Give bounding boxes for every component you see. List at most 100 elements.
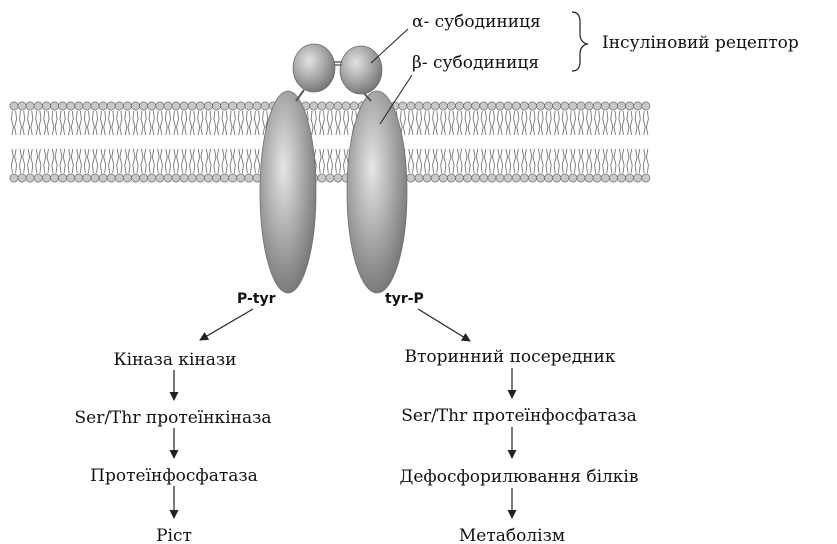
lipid-head [10, 102, 18, 110]
lipid-tail [554, 111, 559, 135]
lipid-tail [20, 149, 25, 173]
lipid-tail [506, 111, 511, 135]
lipid-tail [570, 149, 575, 173]
lipid-tail [141, 149, 146, 173]
lipid-head [334, 102, 342, 110]
lipid-head [617, 102, 625, 110]
lipid-head [617, 174, 625, 182]
lipid-tail [449, 149, 454, 173]
lipid-tail [587, 149, 592, 173]
lipid-tail [101, 149, 106, 173]
lipid-head [569, 102, 577, 110]
lipid-head [342, 102, 350, 110]
lipid-head [439, 102, 447, 110]
alpha-subunit-right [340, 46, 382, 94]
lipid-head [536, 102, 544, 110]
receptor-brace [572, 12, 587, 71]
lipid-tail [530, 111, 535, 135]
lipid-tail [206, 111, 211, 135]
lipid-tail [416, 111, 421, 135]
lipid-tail [481, 149, 486, 173]
lipid-head [75, 174, 83, 182]
right-step-4: Метаболізм [459, 526, 565, 544]
lipid-head [10, 174, 18, 182]
lipid-tail [416, 149, 421, 173]
lipid-tail [538, 149, 543, 173]
lipid-tail [506, 149, 511, 173]
lipid-tail [595, 111, 600, 135]
lipid-head [140, 174, 148, 182]
lipid-head [553, 102, 561, 110]
left-step-3: Протеїнфосфатаза [90, 466, 258, 486]
lipid-tail [173, 149, 178, 173]
lipid-head [99, 174, 107, 182]
alpha-subunit-left [293, 44, 335, 92]
lipid-head [229, 174, 237, 182]
lipid-tail [425, 111, 430, 135]
lipid-head [172, 174, 180, 182]
right-step-2: Ser/Thr протеїнфосфатаза [401, 406, 637, 426]
lipid-tail [125, 111, 130, 135]
lipid-head [50, 174, 58, 182]
lipid-head [326, 102, 334, 110]
lipid-head [180, 174, 188, 182]
lipid-head [455, 174, 463, 182]
lipid-tail [141, 111, 146, 135]
lipid-head [634, 102, 642, 110]
lipid-head [545, 102, 553, 110]
lipid-tail [157, 149, 162, 173]
lipid-tail [222, 149, 227, 173]
lipid-tail [433, 111, 438, 135]
lipid-tail [595, 149, 600, 173]
lipid-tail [230, 149, 235, 173]
lipid-head [172, 102, 180, 110]
lipid-head [423, 174, 431, 182]
lipid-tail [319, 149, 324, 173]
lipid-head [577, 102, 585, 110]
lipid-tail [522, 149, 527, 173]
lipid-head [59, 102, 67, 110]
lipid-head [626, 102, 634, 110]
lipid-tail [587, 111, 592, 135]
lipid-head [164, 102, 172, 110]
lipid-head [480, 174, 488, 182]
lipid-tail [52, 149, 57, 173]
lipid-head [229, 102, 237, 110]
lipid-tail [182, 149, 187, 173]
lipid-tail [11, 111, 16, 135]
lipid-tail [619, 111, 624, 135]
lipid-head [123, 102, 131, 110]
right-step-1: Вторинний посередник [405, 347, 616, 367]
beta-subunit-left [260, 91, 316, 293]
lipid-head [164, 174, 172, 182]
lipid-tail [546, 111, 551, 135]
lipid-head [536, 174, 544, 182]
lipid-head [204, 102, 212, 110]
lipid-head [496, 174, 504, 182]
lipid-tail [578, 111, 583, 135]
lipid-head [585, 174, 593, 182]
lipid-tail [497, 111, 502, 135]
lipid-head [18, 102, 26, 110]
lipid-tail [489, 149, 494, 173]
lipid-head [447, 102, 455, 110]
lipid-head [431, 174, 439, 182]
lipid-tail [117, 111, 122, 135]
alpha-subunit-label: α- субодиниця [412, 12, 541, 32]
lipid-head [140, 102, 148, 110]
lipid-head [609, 174, 617, 182]
lipid-tail [254, 149, 259, 173]
lipid-head [34, 174, 42, 182]
lipid-head [91, 174, 99, 182]
lipid-head [212, 102, 220, 110]
lipid-tail [562, 111, 567, 135]
lipid-tail [311, 111, 316, 135]
lipid-tail [254, 111, 259, 135]
lipid-head [50, 102, 58, 110]
lipid-head [447, 174, 455, 182]
lipid-tail [530, 149, 535, 173]
lipid-tail [84, 111, 89, 135]
lipid-head [464, 102, 472, 110]
lipid-head [569, 174, 577, 182]
lipid-head [261, 102, 269, 110]
